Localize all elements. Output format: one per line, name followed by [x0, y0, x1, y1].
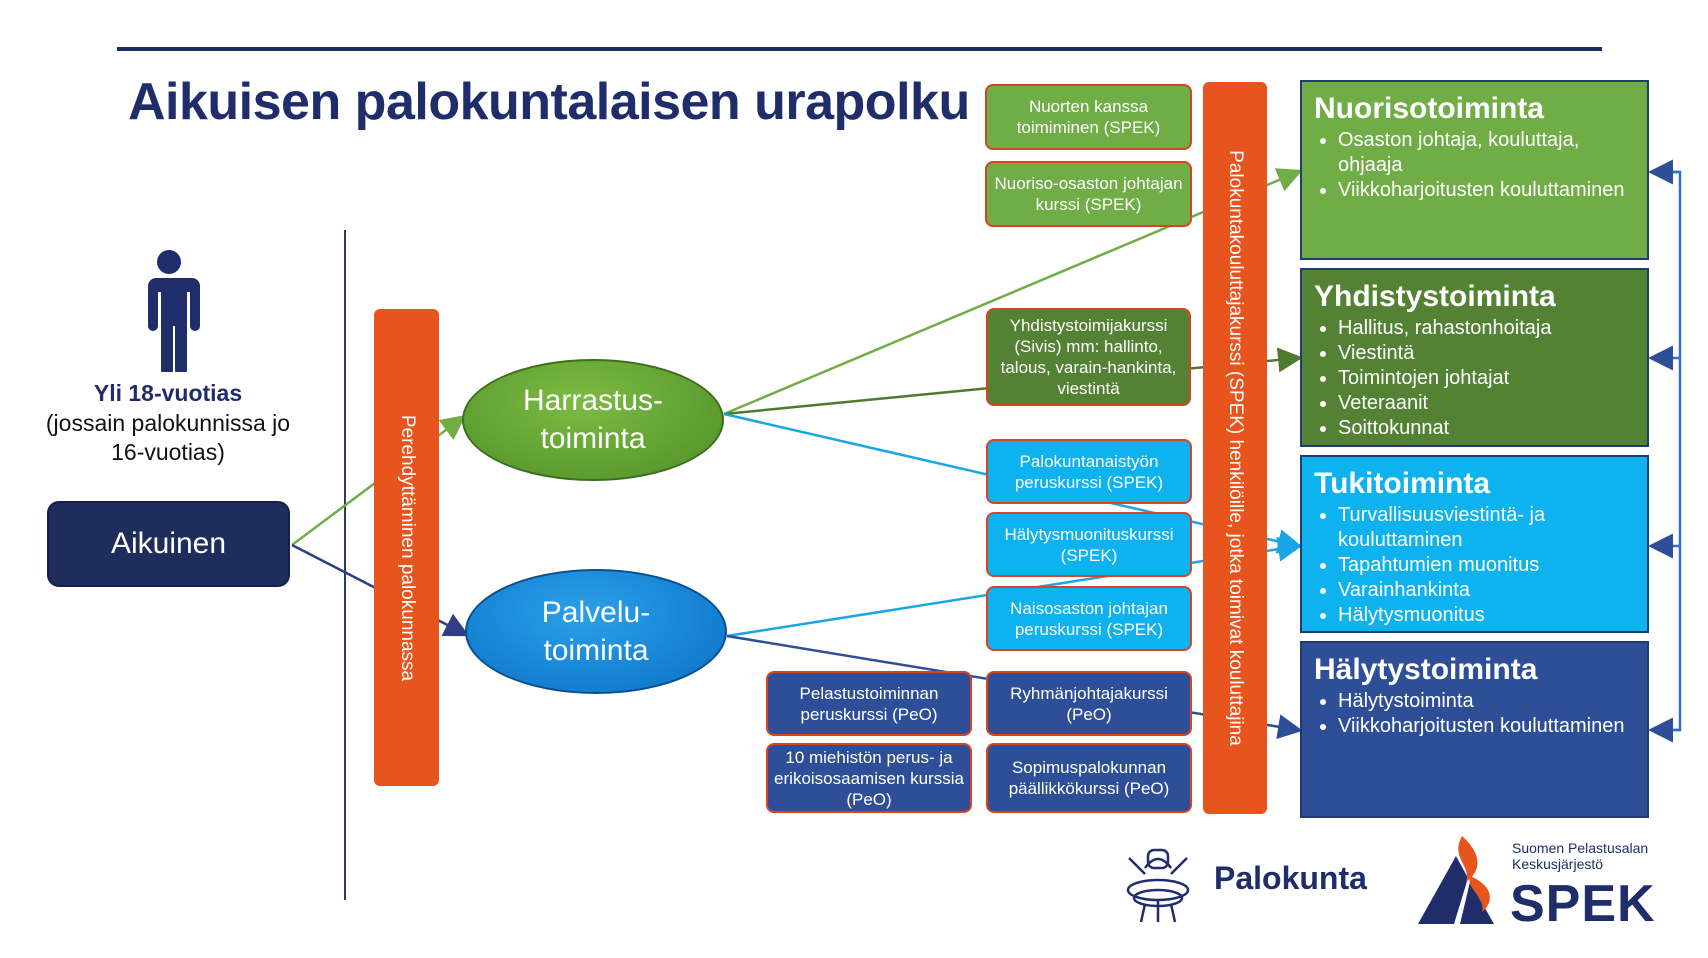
course-nuorten-kanssa[interactable]: Nuorten kanssa toimiminen (SPEK) [985, 84, 1192, 150]
trainer-course-bar: Palokuntakouluttajakurssi (SPEK) henkilö… [1203, 82, 1267, 814]
course-label: Pelastustoiminnan peruskurssi (PeO) [799, 683, 939, 724]
course-halytysmuonitus[interactable]: Hälytysmuonituskurssi (SPEK) [986, 512, 1192, 577]
age-note: (jossain palokunnissa jo 16-vuotias) [45, 410, 291, 465]
category-item: Tapahtumien muonitus [1338, 553, 1635, 578]
course-label: Palokuntanaistyön peruskurssi (SPEK) [1014, 451, 1164, 492]
service-activity-oval[interactable]: Palvelu- toiminta [465, 569, 727, 694]
category-nuorisotoiminta[interactable]: Nuorisotoiminta Osaston johtaja, koulutt… [1300, 80, 1649, 260]
category-item: Viikkoharjoitusten kouluttaminen [1338, 714, 1635, 739]
orientation-bar-label: Perehdyttäminen palokunnassa [396, 414, 418, 681]
hobby-activity-oval[interactable]: Harrastus- toiminta [462, 359, 724, 481]
course-label: Yhdistystoimijakurssi (Sivis) mm: hallin… [1000, 316, 1177, 398]
category-item: Hälytystoiminta [1338, 689, 1635, 714]
category-item: Viestintä [1338, 341, 1635, 366]
course-label: 10 miehistön perus- ja erikoisosaamisen … [774, 747, 964, 809]
spek-full-name: Suomen Pelastusalan Keskusjärjestö [1512, 840, 1649, 872]
palokunta-logo-text: Palokunta [1214, 860, 1367, 896]
course-label: Nuorten kanssa toimiminen (SPEK) [1016, 97, 1161, 137]
category-item: Soittokunnat [1338, 416, 1635, 441]
trainer-course-bar-label: Palokuntakouluttajakurssi (SPEK) henkilö… [1225, 150, 1246, 746]
course-palokuntanaistyo[interactable]: Palokuntanaistyön peruskurssi (SPEK) [986, 439, 1192, 504]
palokunta-emblem-icon [1126, 848, 1190, 923]
course-pelastustoiminta[interactable]: Pelastustoiminnan peruskurssi (PeO) [766, 671, 972, 736]
category-item: Turvallisuusviestintä- ja kouluttaminen [1338, 503, 1635, 553]
course-miehisto[interactable]: 10 miehistön perus- ja erikoisosaamisen … [766, 743, 972, 813]
course-label: Ryhmänjohtajakurssi (PeO) [1010, 683, 1168, 724]
category-title: Nuorisotoiminta [1314, 92, 1544, 125]
category-title: Yhdistystoiminta [1314, 280, 1556, 313]
category-item: Veteraanit [1338, 391, 1635, 416]
course-nuoriso-osasto[interactable]: Nuoriso-osaston johtajan kurssi (SPEK) [985, 161, 1192, 227]
course-label: Naisosaston johtajan peruskurssi (SPEK) [1010, 598, 1168, 639]
course-label: Sopimuspalokunnan päällikkökurssi (PeO) [1008, 758, 1170, 798]
course-label: Nuoriso-osaston johtajan kurssi (SPEK) [994, 174, 1183, 214]
category-halytystoiminta[interactable]: Hälytystoiminta Hälytystoiminta Viikkoha… [1300, 641, 1649, 818]
hobby-activity-label: Harrastus- toiminta [522, 384, 664, 455]
person-icon [146, 250, 200, 372]
spek-logo-text: SPEK [1510, 875, 1656, 933]
page-title: Aikuisen palokuntalaisen urapolku [128, 73, 970, 131]
category-item: Toimintojen johtajat [1338, 366, 1635, 391]
course-sopimuspalokunta[interactable]: Sopimuspalokunnan päällikkökurssi (PeO) [986, 743, 1192, 813]
course-yhdistystoimija[interactable]: Yhdistystoimijakurssi (Sivis) mm: hallin… [986, 308, 1191, 406]
course-ryhmanjohtaja[interactable]: Ryhmänjohtajakurssi (PeO) [986, 671, 1192, 736]
category-yhdistystoiminta[interactable]: Yhdistystoiminta Hallitus, rahastonhoita… [1300, 268, 1649, 447]
start-node-label: Aikuinen [110, 527, 227, 560]
spek-flame-logo-icon [1418, 836, 1494, 924]
right-bracket [1651, 170, 1682, 732]
service-activity-label: Palvelu- toiminta [541, 595, 651, 667]
orientation-bar: Perehdyttäminen palokunnassa [374, 309, 439, 786]
category-item: Hallitus, rahastonhoitaja [1338, 316, 1635, 341]
age-heading: Yli 18-vuotias [93, 380, 243, 406]
category-item: Osaston johtaja, kouluttaja, ohjaaja [1338, 128, 1635, 178]
course-naisosasto[interactable]: Naisosaston johtajan peruskurssi (SPEK) [986, 586, 1192, 651]
category-title: Hälytystoiminta [1314, 653, 1538, 686]
category-item: Varainhankinta [1338, 578, 1635, 603]
top-rule [117, 47, 1602, 51]
category-tukitoiminta[interactable]: Tukitoiminta Turvallisuusviestintä- ja k… [1300, 455, 1649, 633]
start-node-adult[interactable]: Aikuinen [47, 501, 290, 587]
category-title: Tukitoiminta [1314, 467, 1491, 500]
course-label: Hälytysmuonituskurssi (SPEK) [1004, 524, 1174, 565]
arrow-harrastus-to-nuoriso [723, 168, 1303, 416]
divider-line [344, 230, 346, 900]
category-item: Viikkoharjoitusten kouluttaminen [1338, 178, 1635, 203]
category-item: Hälytysmuonitus [1338, 603, 1635, 628]
